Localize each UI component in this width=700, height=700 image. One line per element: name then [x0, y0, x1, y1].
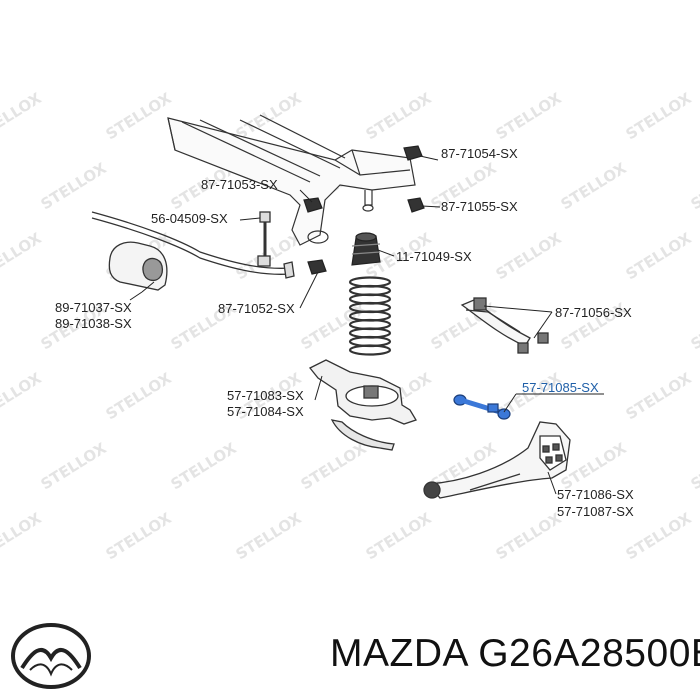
- label-89-71038: 89-71038-SX: [55, 316, 132, 331]
- mazda-logo-icon: [11, 623, 91, 689]
- watermark-text: STELLOX: [103, 369, 175, 424]
- label-89-71037: 89-71037-SX: [55, 300, 132, 315]
- watermark-text: STELLOX: [298, 439, 370, 494]
- label-57-71086: 57-71086-SX: [557, 487, 634, 502]
- watermark-text: STELLOX: [493, 89, 565, 144]
- label-87-71055: 87-71055-SX: [441, 199, 518, 214]
- label-87-71053: 87-71053-SX: [201, 177, 278, 192]
- watermark-text: STELLOX: [38, 439, 110, 494]
- nut-87-71055-icon: [407, 197, 425, 213]
- bump-stop-drawing: [351, 232, 381, 266]
- watermark-text: STELLOX: [38, 159, 110, 214]
- stabilizer-link-drawing: [257, 211, 271, 267]
- watermark-text: STELLOX: [103, 509, 175, 564]
- label-57-71087: 57-71087-SX: [557, 504, 634, 519]
- toe-link-drawing: [453, 394, 511, 420]
- leader-lines: [129, 155, 604, 495]
- nut-87-71054-icon: [403, 145, 423, 161]
- watermark-text: STELLOX: [493, 229, 565, 284]
- watermark-text: STELLOX: [688, 299, 700, 354]
- watermark-text: STELLOX: [0, 509, 45, 564]
- label-87-71052: 87-71052-SX: [218, 301, 295, 316]
- brand-part-number: MAZDA G26A28500B: [330, 632, 700, 676]
- watermark-text: STELLOX: [623, 89, 695, 144]
- label-11-71049: 11-71049-SX: [396, 249, 472, 264]
- label-57-71085: 57-71085-SX: [522, 380, 599, 395]
- label-56-04509: 56-04509-SX: [151, 211, 228, 226]
- brand-name: MAZDA: [330, 632, 467, 675]
- lower-arm-drawing: [308, 359, 417, 451]
- stabilizer-bar-drawing: [91, 211, 295, 279]
- watermark-text: STELLOX: [558, 159, 630, 214]
- watermark-text: STELLOX: [688, 159, 700, 214]
- watermark-text: STELLOX: [363, 509, 435, 564]
- watermark-text: STELLOX: [688, 439, 700, 494]
- label-57-71084: 57-71084-SX: [227, 404, 304, 419]
- subframe-drawing: [167, 114, 416, 246]
- watermark-text: STELLOX: [233, 89, 305, 144]
- upper-arm-drawing: [460, 297, 549, 354]
- watermark-text: STELLOX: [0, 89, 45, 144]
- watermark-text: STELLOX: [0, 369, 45, 424]
- watermark-text: STELLOX: [623, 229, 695, 284]
- spring-coil: [348, 344, 392, 356]
- watermark-text: STELLOX: [103, 89, 175, 144]
- bushing-bracket-drawing: [108, 241, 168, 291]
- label-87-71054: 87-71054-SX: [441, 146, 518, 161]
- nut-87-71052-icon: [307, 259, 327, 275]
- watermark-text: STELLOX: [493, 509, 565, 564]
- coil-spring-drawing: [348, 276, 392, 356]
- watermark-text: STELLOX: [233, 509, 305, 564]
- watermark-text: STELLOX: [168, 439, 240, 494]
- label-57-71083: 57-71083-SX: [227, 388, 304, 403]
- part-number: G26A28500B: [478, 632, 700, 675]
- trailing-arm-drawing: [423, 421, 571, 499]
- nut-87-71053-icon: [303, 197, 323, 213]
- watermark-text: STELLOX: [623, 369, 695, 424]
- label-87-71056: 87-71056-SX: [555, 305, 632, 320]
- watermark-text: STELLOX: [0, 229, 45, 284]
- watermark-text: STELLOX: [363, 89, 435, 144]
